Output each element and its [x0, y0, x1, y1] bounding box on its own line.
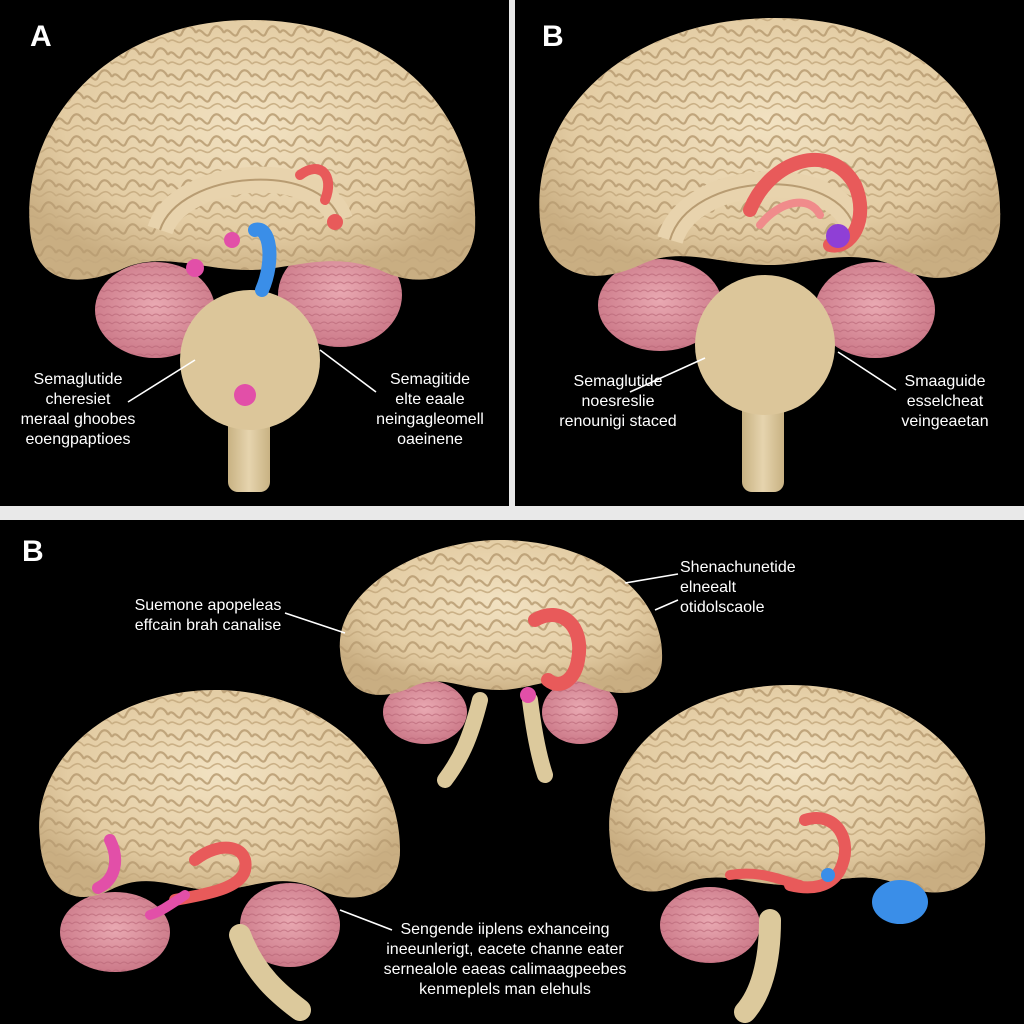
brain-c-left: [39, 690, 400, 1021]
brain-a: [29, 20, 476, 492]
label-c-top-left: Suemone apopeleas effcain brah canalise: [134, 597, 282, 634]
purple-marker-b: [826, 224, 850, 248]
panel-letter-c: B: [22, 535, 44, 568]
brain-c-right: [609, 685, 986, 1023]
label-b-right: Smaaguide esselcheat veingeaetan: [901, 373, 989, 430]
label-c-bottom: Sengende iiplens exhanceing ineeunlerigt…: [383, 921, 627, 998]
vertical-divider: [509, 0, 515, 506]
brain-b: [539, 18, 1001, 492]
horizontal-divider: [0, 506, 1024, 520]
label-a-left: Semaglutide cheresiet meraal ghoobes eoe…: [20, 371, 136, 448]
label-a-right: Semagitide elte eaale neingagleomell oae…: [376, 371, 484, 448]
brain-c-top: [339, 540, 663, 788]
leader-lines: [127, 349, 897, 931]
panel-letter-b: B: [542, 20, 564, 53]
label-c-top-right: Shenachunetide elneealt otidolscaole: [680, 559, 796, 616]
blue-structure-c: [872, 880, 928, 924]
panel-letter-a: A: [30, 20, 52, 53]
label-b-left: Semaglutide noesreslie renounigi staced: [559, 373, 677, 430]
